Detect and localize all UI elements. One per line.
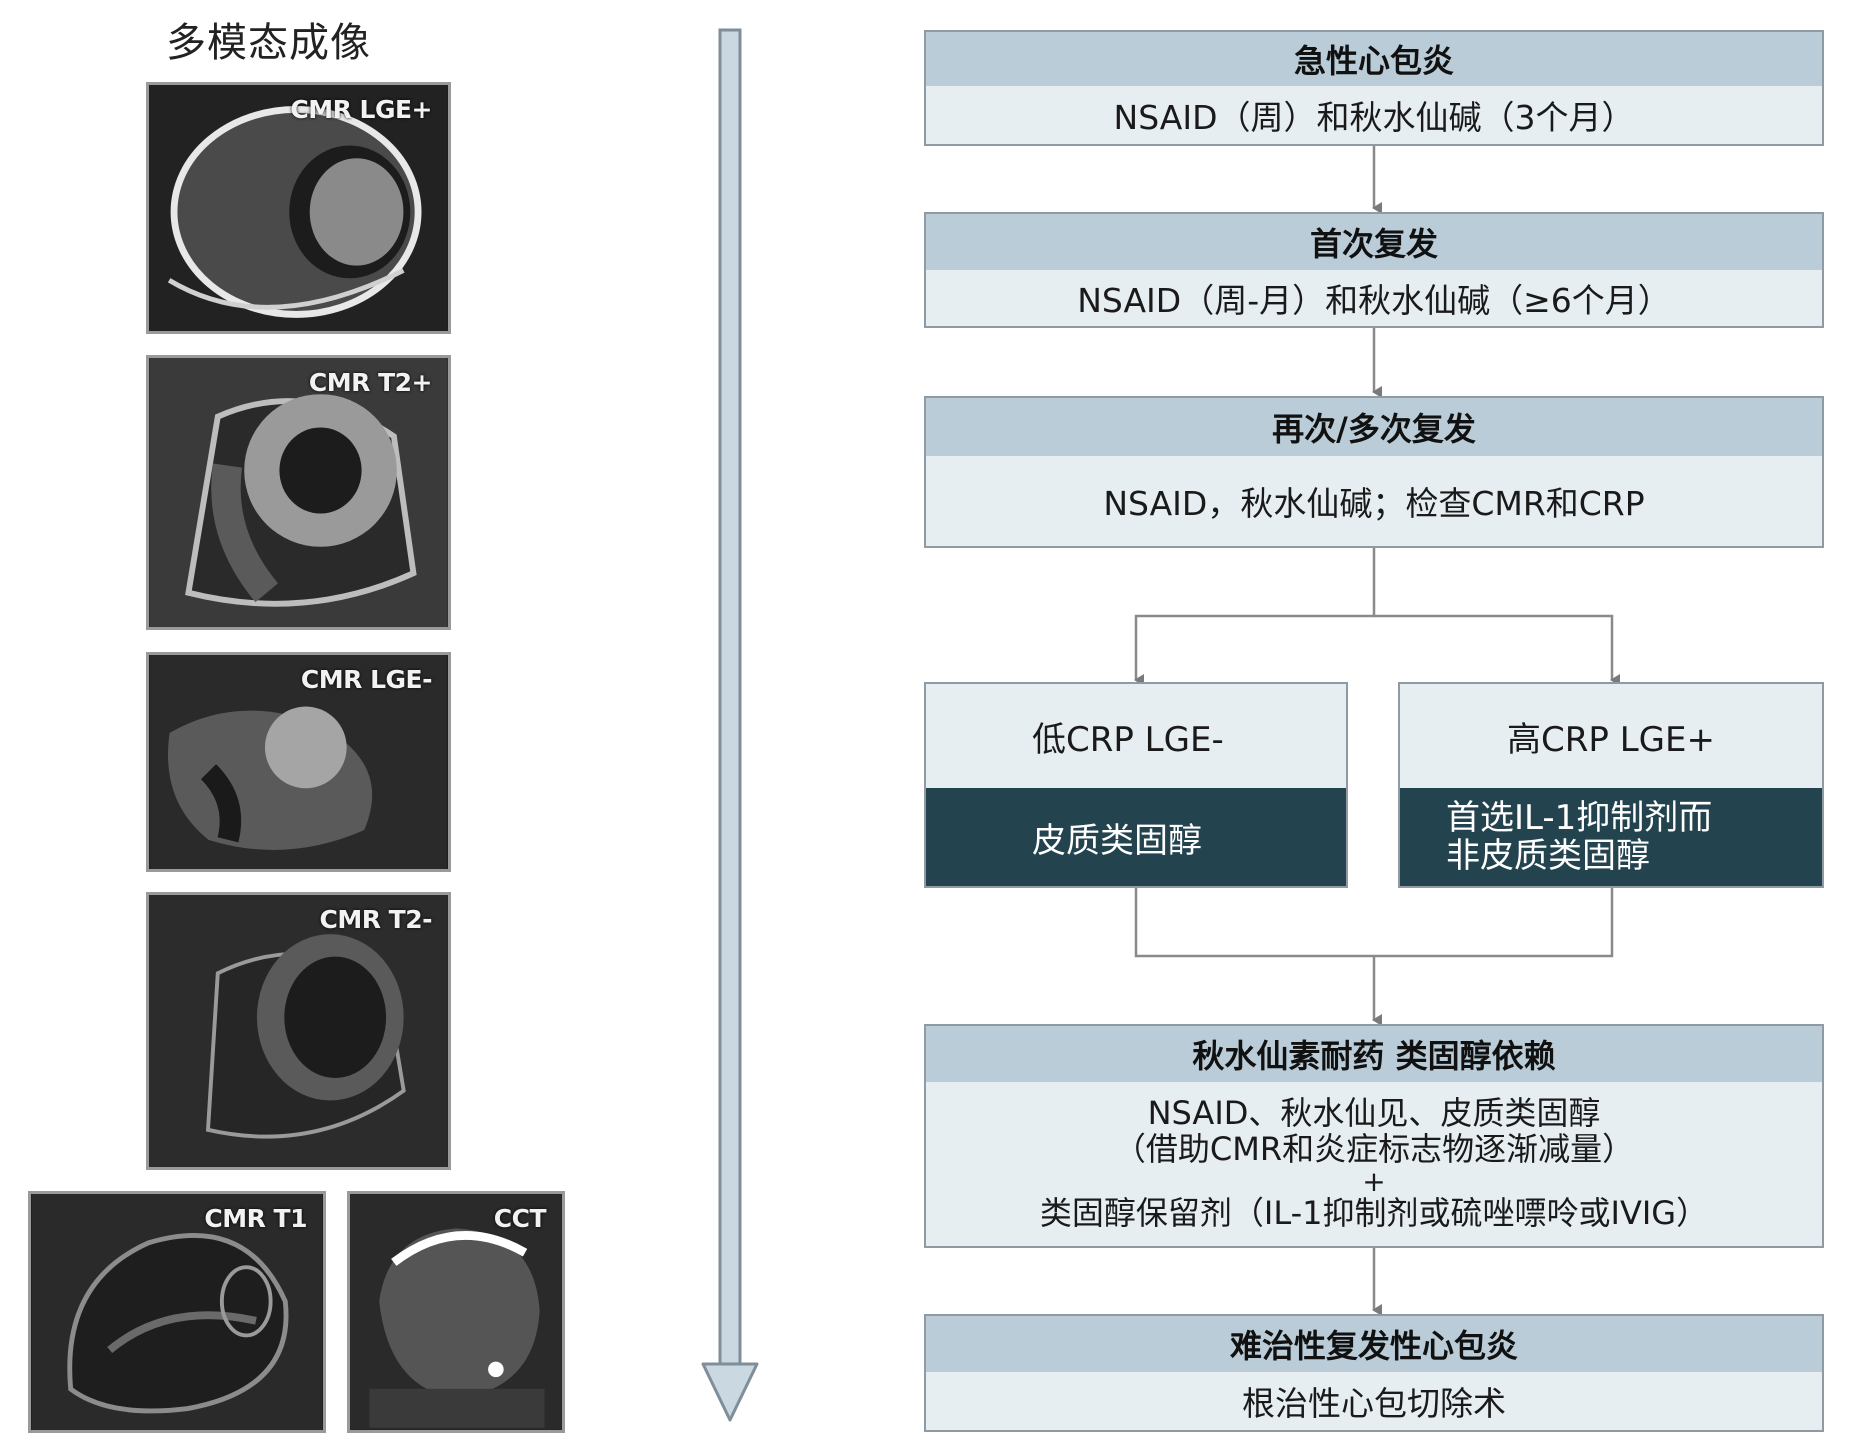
- box-title: 首次复发: [926, 214, 1822, 270]
- body-line: 类固醇保留剂（IL-1抑制剂或硫唑嘌呤或IVIG）: [1039, 1193, 1709, 1232]
- box-body: 根治性心包切除术: [1242, 1384, 1506, 1423]
- body-line: 首选IL-1抑制剂而: [1446, 797, 1713, 838]
- box-body: NSAID（周）和秋水仙碱（3个月）: [1113, 98, 1635, 137]
- box-title: 低CRP LGE-: [926, 684, 1346, 788]
- image-cmr-lge-positive: CMR LGE+: [146, 82, 451, 334]
- panel-label: CMR T1: [204, 1204, 307, 1233]
- box-title: 急性心包炎: [926, 32, 1822, 86]
- body-line: 非皮质类固醇: [1446, 836, 1650, 876]
- imaging-title: 多模态成像: [166, 20, 371, 66]
- cct-image: [350, 1194, 562, 1430]
- box-colchicine-resistant: 秋水仙素耐药 类固醇依赖 NSAID、秋水仙见、皮质类固醇 （借助CMR和炎症标…: [924, 1024, 1824, 1248]
- connector-merge: [1134, 888, 1614, 958]
- body-line: NSAID、秋水仙见、皮质类固醇: [1147, 1094, 1601, 1133]
- cmr-lge-negative-image: [150, 655, 447, 869]
- panel-label: CMR T2-: [319, 905, 432, 934]
- timeline-arrow: [701, 28, 759, 1422]
- image-cct: CCT: [347, 1191, 565, 1433]
- box-title: 秋水仙素耐药 类固醇依赖: [926, 1026, 1822, 1082]
- box-body: 首选IL-1抑制剂而 非皮质类固醇: [1400, 788, 1822, 886]
- box-acute-pericarditis: 急性心包炎 NSAID（周）和秋水仙碱（3个月）: [924, 30, 1824, 146]
- body-line: +: [1362, 1164, 1386, 1198]
- panel-label: CMR T2+: [308, 368, 433, 397]
- box-high-crp: 高CRP LGE+ 首选IL-1抑制剂而 非皮质类固醇: [1398, 682, 1824, 888]
- connector-multiple-high: [1374, 614, 1620, 686]
- box-title: 高CRP LGE+: [1400, 684, 1822, 788]
- panel-label: CMR LGE-: [300, 665, 433, 694]
- cmr-lge-positive-image: [149, 85, 448, 331]
- image-cmr-t2-positive: CMR T2+: [146, 355, 451, 630]
- box-low-crp: 低CRP LGE- 皮质类固醇: [924, 682, 1348, 888]
- box-multiple-recurrence: 再次/多次复发 NSAID，秋水仙碱；检查CMR和CRP: [924, 396, 1824, 548]
- box-body: NSAID（周-月）和秋水仙碱（≥6个月）: [1077, 281, 1671, 320]
- box-body: NSAID，秋水仙碱；检查CMR和CRP: [1103, 484, 1645, 523]
- cmr-t2-positive-image: [149, 358, 448, 627]
- cmr-t2-negative-image: [149, 895, 448, 1167]
- box-title: 难治性复发性心包炎: [926, 1316, 1822, 1372]
- box-body: NSAID、秋水仙见、皮质类固醇 （借助CMR和炎症标志物逐渐减量） + 类固醇…: [926, 1082, 1822, 1246]
- box-body: 皮质类固醇: [926, 788, 1346, 886]
- box-title: 再次/多次复发: [926, 398, 1822, 456]
- cmr-t1-image: [31, 1194, 323, 1430]
- image-cmr-lge-negative: CMR LGE-: [146, 652, 451, 872]
- image-cmr-t2-negative: CMR T2-: [146, 892, 451, 1170]
- panel-label: CMR LGE+: [290, 95, 432, 124]
- body-line: （借助CMR和炎症标志物逐渐减量）: [1113, 1130, 1635, 1169]
- image-cmr-t1: CMR T1: [28, 1191, 326, 1433]
- connector-multiple-low: [1134, 548, 1376, 686]
- box-first-recurrence: 首次复发 NSAID（周-月）和秋水仙碱（≥6个月）: [924, 212, 1824, 328]
- panel-label: CCT: [493, 1204, 547, 1233]
- box-refractory: 难治性复发性心包炎 根治性心包切除术: [924, 1314, 1824, 1432]
